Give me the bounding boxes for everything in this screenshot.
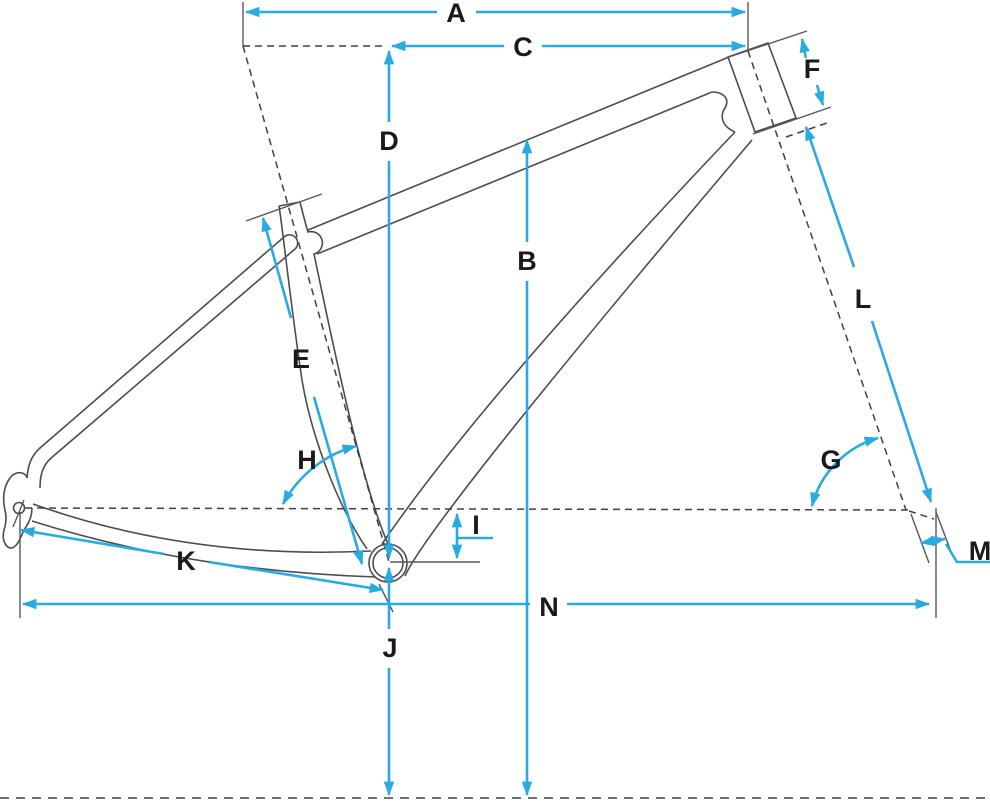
label-c: C: [513, 32, 533, 62]
chain-stay-upper-edge: [32, 503, 372, 554]
label-f: F: [804, 54, 821, 84]
rear-dropout: [2, 471, 33, 549]
label-n: N: [539, 592, 559, 622]
dimension-h-seat-tube-angle: [281, 444, 358, 506]
label-l: L: [855, 284, 872, 314]
chain-stay-lower-edge: [31, 520, 377, 578]
label-m: M: [969, 536, 990, 566]
seat-tube-left-edge: [278, 205, 368, 550]
dimension-m-fork-offset: [919, 535, 990, 564]
seat-stay-outer-edge: [26, 236, 285, 479]
reference-lines: [19, 2, 951, 618]
seat-tube-axis: [242, 45, 390, 563]
dimension-k-chainstay-length: [19, 527, 385, 594]
label-e: E: [292, 344, 310, 374]
dimension-e-seat-tube-length: [261, 216, 364, 566]
top-tube-upper-edge: [307, 56, 730, 231]
label-i: I: [472, 510, 480, 540]
frame-outline: [2, 56, 753, 578]
head-bottom-face-ext: [752, 106, 832, 135]
bb-chainstay-tick: [378, 583, 394, 613]
dimension-labels: A C D B E F L H G I K J N M: [176, 0, 990, 663]
dimension-g-head-tube-angle: [810, 436, 880, 508]
label-a: A: [446, 0, 466, 28]
head-tube: [726, 41, 798, 134]
fork-offset-line-axis: [910, 513, 930, 564]
down-tube-upper-edge: [381, 131, 736, 545]
dimension-l-fork-length: [804, 125, 933, 504]
axis-to-axle-dashed: [908, 510, 935, 520]
construction-lines: [0, 45, 990, 799]
head-tube-axis: [747, 50, 907, 511]
dimension-lines: [19, 6, 990, 797]
label-m-leader: [944, 543, 990, 564]
rear-axle-circle: [12, 501, 26, 515]
label-h: H: [297, 445, 317, 475]
head-lower-ref-dashed: [785, 122, 828, 138]
label-j: J: [382, 633, 397, 663]
label-d: D: [379, 126, 399, 156]
label-g: G: [820, 445, 841, 475]
seat-tube-right-edge: [299, 201, 389, 545]
label-b: B: [517, 246, 537, 276]
top-tube-lower-edge: [316, 91, 713, 255]
seat-stay-inner-edge: [39, 248, 296, 489]
head-junction-profile: [711, 91, 736, 133]
seat-tube-top-ref: [245, 193, 323, 222]
axle-height-line: [24, 507, 909, 511]
head-top-face-ext: [725, 30, 808, 59]
dimension-i-bb-drop: [451, 512, 493, 560]
fork-offset-line-axle: [935, 511, 951, 550]
down-tube-lower-edge: [404, 139, 753, 577]
seat-stay-end-cap: [283, 234, 299, 250]
dimension-f-head-tube-length: [799, 37, 825, 107]
label-k: K: [176, 546, 196, 576]
